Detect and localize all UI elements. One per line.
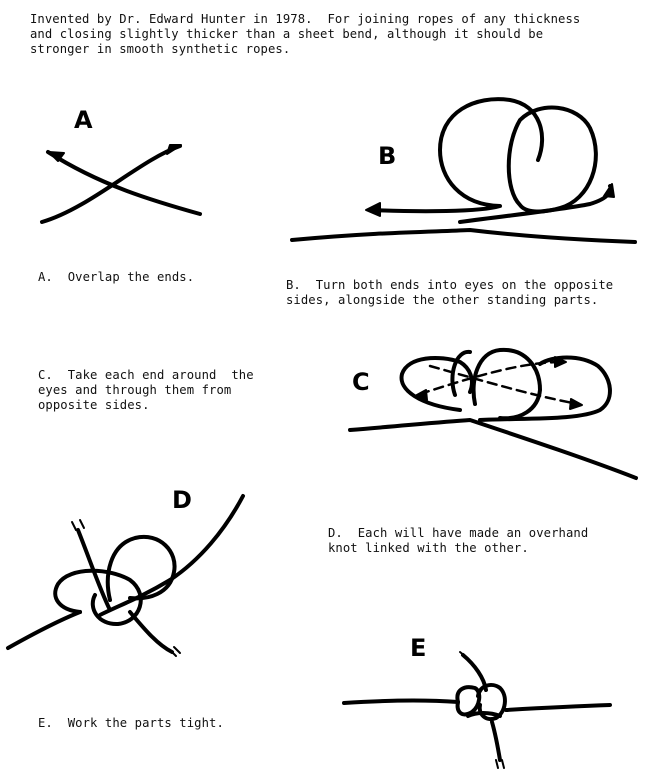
caption-c-line-3: opposite sides.: [38, 398, 150, 412]
caption-b-line-2: sides, alongside the other standing part…: [286, 293, 599, 307]
caption-d-line-1: D. Each will have made an overhand: [328, 526, 589, 540]
caption-a: A. Overlap the ends.: [38, 270, 195, 284]
caption-e: E. Work the parts tight.: [38, 716, 224, 730]
figure-label-d: D: [172, 486, 192, 514]
intro-line-3: stronger in smooth synthetic ropes.: [30, 42, 291, 56]
caption-d-line-2: knot linked with the other.: [328, 541, 529, 555]
figure-label-c: C: [352, 368, 370, 396]
caption-c-line-2: eyes and through them from: [38, 383, 232, 397]
figure-label-e: E: [410, 634, 427, 662]
intro-line-2: and closing slightly thicker than a shee…: [30, 27, 544, 41]
figure-label-a: A: [74, 106, 93, 134]
intro-line-1: Invented by Dr. Edward Hunter in 1978. F…: [30, 12, 581, 26]
figure-label-b: B: [378, 142, 397, 170]
caption-b-line-1: B. Turn both ends into eyes on the oppos…: [286, 278, 614, 292]
caption-c-line-1: C. Take each end around the: [38, 368, 254, 382]
